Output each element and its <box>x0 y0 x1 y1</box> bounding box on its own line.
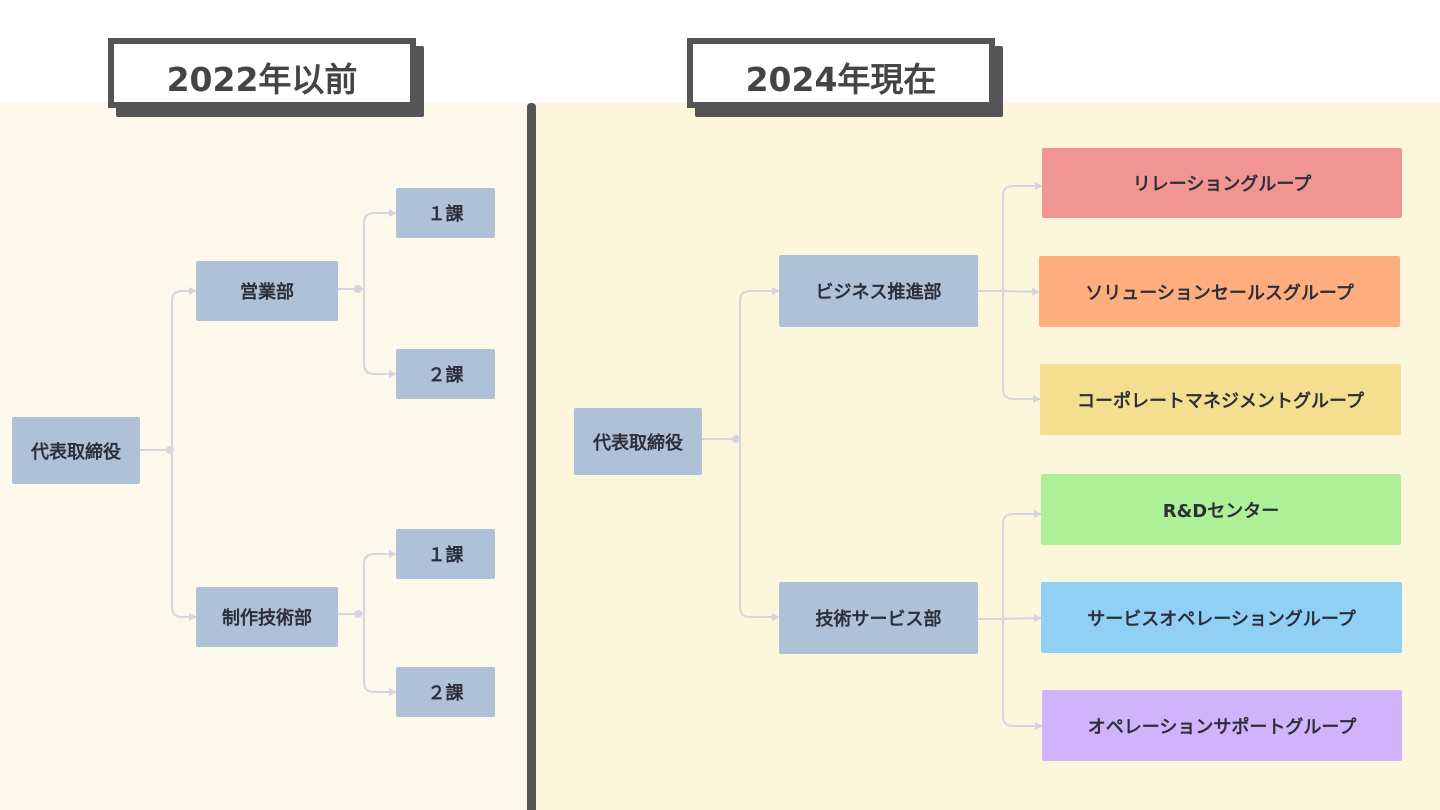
junction-dot <box>354 610 362 618</box>
connector <box>1002 287 1040 296</box>
group-rd-center: R&Dセンター <box>1041 474 1401 545</box>
group-service-operation: サービスオペレーショングループ <box>1041 582 1402 653</box>
before-section: ２課 <box>396 349 495 399</box>
group-operation-support: オペレーションサポートグループ <box>1042 690 1402 761</box>
connector <box>363 289 397 378</box>
connector <box>978 182 1043 292</box>
connector <box>739 439 780 621</box>
connector <box>1002 614 1042 623</box>
after-title: 2024年現在 <box>687 38 995 108</box>
connector <box>1002 619 1043 730</box>
connector <box>338 209 397 290</box>
junction-dot <box>732 435 740 443</box>
connector <box>1002 291 1041 403</box>
connector <box>140 287 197 451</box>
before-title: 2022年以前 <box>108 38 416 108</box>
after-root-node: 代表取締役 <box>574 408 702 475</box>
group-solution-sales: ソリューションセールスグループ <box>1039 256 1400 327</box>
connector <box>171 450 197 621</box>
junction-dot <box>354 285 362 293</box>
before-root-node: 代表取締役 <box>12 417 140 484</box>
before-dept-sales: 営業部 <box>196 261 338 321</box>
connector <box>702 287 780 440</box>
divider <box>527 103 536 810</box>
before-section: １課 <box>396 529 495 579</box>
after-dept-tech: 技術サービス部 <box>779 582 978 654</box>
junction-dot <box>166 446 174 454</box>
connector <box>363 614 397 696</box>
before-section: ２課 <box>396 667 495 717</box>
group-relation: リレーショングループ <box>1042 148 1402 218</box>
after-dept-business: ビジネス推進部 <box>779 255 978 327</box>
connector <box>338 550 397 615</box>
before-section: １課 <box>396 188 495 238</box>
connector <box>978 510 1042 620</box>
group-corporate-management: コーポレートマネジメントグループ <box>1040 364 1401 435</box>
before-dept-production: 制作技術部 <box>196 587 338 647</box>
